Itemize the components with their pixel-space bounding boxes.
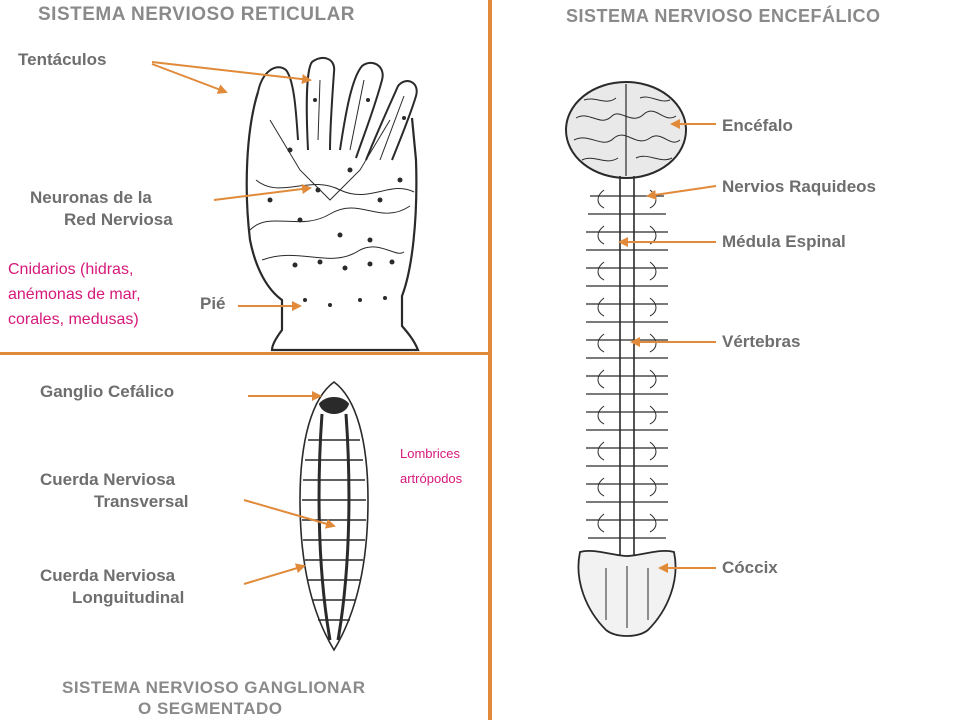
label-transversal-line2: Transversal bbox=[94, 492, 189, 511]
note-lombrices-line1: Lombrices bbox=[400, 446, 460, 461]
encefalico-title: SISTEMA NERVIOSO ENCEFÁLICO bbox=[566, 6, 881, 26]
hydra-illustration bbox=[245, 56, 420, 352]
label-transversal-line1: Cuerda Nerviosa bbox=[40, 470, 176, 489]
label-encefalo: Encéfalo bbox=[722, 116, 793, 135]
label-neuronas-line1: Neuronas de la bbox=[30, 188, 152, 207]
brain-illustration bbox=[565, 81, 687, 179]
reticular-title: SISTEMA NERVIOSO RETICULAR bbox=[38, 4, 356, 25]
label-tentaculos: Tentáculos bbox=[18, 50, 107, 69]
flatworm-illustration bbox=[299, 381, 369, 652]
pointer-arrows bbox=[151, 61, 717, 585]
label-vertebras: Vértebras bbox=[722, 332, 801, 351]
spine-illustration bbox=[577, 176, 677, 637]
note-cnidarios-line2: anémonas de mar, bbox=[8, 286, 141, 303]
note-lombrices-line2: artrópodos bbox=[400, 471, 463, 486]
label-longitudinal-line2: Longuitudinal bbox=[72, 588, 185, 607]
label-pie: Pié bbox=[200, 294, 226, 313]
label-nervios-raquideos: Nervios Raquideos bbox=[722, 177, 876, 196]
label-coccix: Cóccix bbox=[722, 558, 778, 577]
note-cnidarios-line1: Cnidarios (hidras, bbox=[8, 261, 134, 278]
note-cnidarios-line3: corales, medusas) bbox=[8, 311, 139, 328]
label-medula-espinal: Médula Espinal bbox=[722, 232, 846, 251]
hydra-neuron-dots bbox=[267, 98, 406, 307]
label-ganglio-cefalico: Ganglio Cefálico bbox=[40, 382, 175, 401]
label-neuronas-line2: Red Nerviosa bbox=[64, 210, 173, 229]
horizontal-divider bbox=[0, 352, 490, 355]
ganglionar-title-line2: O SEGMENTADO bbox=[138, 699, 283, 718]
vertical-divider bbox=[488, 0, 492, 720]
ganglionar-title-line1: SISTEMA NERVIOSO GANGLIONAR bbox=[62, 678, 366, 697]
label-longitudinal-line1: Cuerda Nerviosa bbox=[40, 566, 176, 585]
